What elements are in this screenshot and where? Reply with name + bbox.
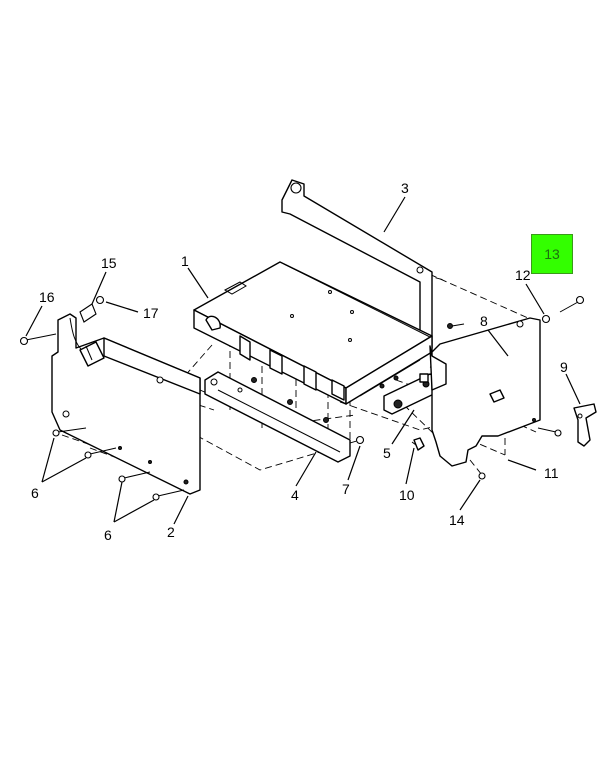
left-side-panel xyxy=(51,313,201,495)
right-side-panel xyxy=(429,317,541,467)
upper-bolt-icon xyxy=(290,182,302,194)
callout-10: 10 xyxy=(399,487,415,503)
callout-17: 17 xyxy=(143,305,159,321)
callout-3: 3 xyxy=(401,180,409,196)
callout-14: 14 xyxy=(449,512,465,528)
callout-labels: 1 2 3 4 5 6 6 7 8 9 10 11 12 14 15 16 17 xyxy=(31,180,568,543)
leader-lines xyxy=(25,196,581,525)
callout-15: 15 xyxy=(101,255,117,271)
callout-6-left: 6 xyxy=(31,485,39,501)
nut-12-icon xyxy=(541,314,551,324)
callout-11: 11 xyxy=(544,465,559,481)
callout-1: 1 xyxy=(181,253,189,269)
stud xyxy=(411,437,425,451)
callout-7: 7 xyxy=(342,481,350,497)
bolt-13-icon xyxy=(575,295,585,305)
callout-5: 5 xyxy=(383,445,391,461)
callout-4: 4 xyxy=(291,487,299,503)
hold-down-rail xyxy=(204,371,351,463)
support-bracket xyxy=(383,373,439,415)
screw-14-icon xyxy=(478,472,486,480)
callout-9: 9 xyxy=(560,359,568,375)
nut-17-icon xyxy=(95,295,105,305)
battery-tray xyxy=(193,261,433,405)
latch-handle xyxy=(573,403,597,447)
callout-8: 8 xyxy=(480,313,488,329)
cable-assembly xyxy=(69,303,105,367)
callout-6-lower: 6 xyxy=(104,527,112,543)
bolt-16-icon xyxy=(19,336,29,346)
callout-16: 16 xyxy=(39,289,55,305)
part-13-highlight-button[interactable]: 13 xyxy=(531,234,573,274)
fasteners xyxy=(19,295,585,501)
callout-12: 12 xyxy=(515,267,531,283)
callout-2: 2 xyxy=(167,524,175,540)
callout-13: 13 xyxy=(544,246,560,262)
nut-7-icon xyxy=(355,435,365,445)
